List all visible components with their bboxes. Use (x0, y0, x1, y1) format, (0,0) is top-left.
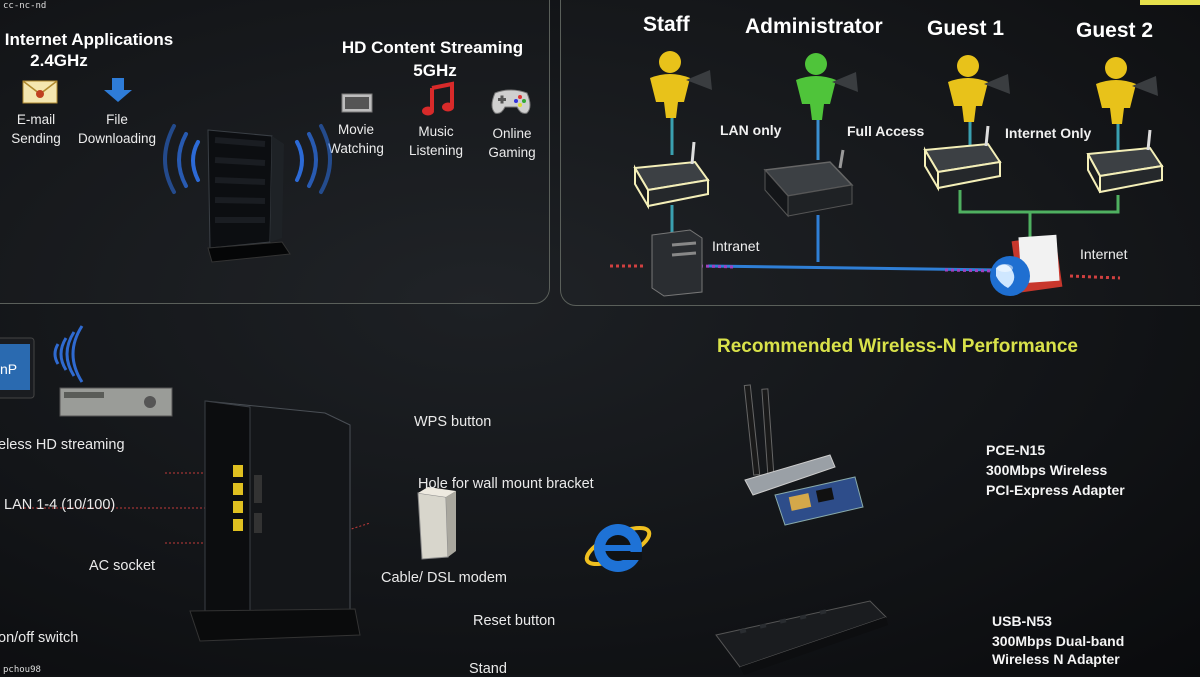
gaming-label-1: Online (492, 126, 532, 141)
file-label-1: File (106, 112, 128, 127)
email-label-1: E-mail (16, 112, 56, 127)
wps-button-label: WPS button (414, 414, 492, 430)
pce-n15-adapter-image (743, 384, 864, 526)
tv-icon (341, 93, 373, 120)
movie-label-1: Movie (337, 122, 374, 137)
hd-frequency: 5GHz (413, 61, 457, 80)
envelope-icon (22, 80, 58, 109)
ac-socket-label: AC socket (89, 558, 156, 574)
staff-router-icon (633, 141, 710, 210)
recommended-title: Recommended Wireless-N Performance (717, 336, 1078, 357)
browser-e-logo-icon (582, 512, 654, 585)
guest2-router-icon (1086, 129, 1164, 194)
user-guest1-label: Guest 1 (927, 17, 1005, 40)
usb-n53-model: USB-N53 (992, 613, 1052, 629)
wall-mount-label: Hole for wall mount bracket (418, 476, 594, 492)
guest1-router-icon (923, 125, 1002, 192)
download-arrow-icon (104, 78, 132, 109)
guest1-person-icon (948, 55, 1010, 122)
user-guest2-label: Guest 2 (1076, 19, 1154, 42)
hd-streaming-label: eless HD streaming (0, 437, 125, 453)
music-label-1: Music (418, 124, 454, 139)
lan-only-label: LAN only (720, 122, 782, 138)
internet-only-label: Internet Only (1005, 125, 1092, 141)
yellow-corner-strip (1140, 0, 1200, 5)
movie-label-2: Watching (328, 141, 384, 156)
administrator-router-icon (763, 149, 854, 218)
hd-streaming-devices-graphic: nP (0, 325, 173, 417)
watermark-top: cc-nc-nd (3, 1, 47, 11)
file-label-2: Downloading (77, 131, 157, 146)
stand-label: Stand (469, 661, 507, 677)
router-rear-view (20, 400, 456, 642)
internet-globe-icon (990, 234, 1063, 296)
user-administrator-label: Administrator (745, 15, 883, 38)
staff-person-icon (650, 51, 712, 118)
internet-frequency: 2.4GHz (30, 51, 88, 70)
usb-n53-speed: 300Mbps Dual-band (992, 633, 1125, 649)
frequency-panel (0, 0, 550, 304)
power-switch-label: on/off switch (0, 630, 79, 646)
usb-n53-adapter-image (715, 600, 888, 675)
internet-label: Internet (1080, 246, 1128, 262)
full-access-label: Full Access (847, 123, 925, 139)
cable-dsl-modem-label: Cable/ DSL modem (381, 570, 507, 586)
gamepad-icon (489, 87, 533, 120)
intranet-server-icon (651, 229, 703, 297)
intranet-label: Intranet (712, 238, 760, 254)
administrator-person-icon (796, 53, 858, 120)
pce-n15-type: PCI-Express Adapter (986, 482, 1125, 498)
lan-ports-label: LAN 1-4 (10/100) (4, 497, 116, 513)
watermark-bottom: pchou98 (3, 665, 41, 675)
pce-n15-model: PCE-N15 (986, 442, 1046, 458)
music-note-icon (422, 81, 456, 121)
router-with-signal-graphic (160, 124, 335, 285)
user-staff-label: Staff (643, 13, 690, 36)
music-label-2: Listening (408, 143, 464, 158)
guest-network-panel (560, 0, 1200, 306)
svg-text:nP: nP (0, 361, 17, 377)
pce-n15-speed: 300Mbps Wireless (986, 462, 1108, 478)
reset-button-label: Reset button (473, 613, 556, 629)
gaming-label-2: Gaming (488, 145, 536, 160)
email-label-2: Sending (11, 131, 61, 146)
hd-content-title: HD Content Streaming (341, 38, 524, 57)
internet-applications-title: Internet Applications (4, 30, 174, 49)
guest2-person-icon (1096, 57, 1158, 124)
network-topology-diagram (610, 51, 1164, 297)
usb-n53-type: Wireless N Adapter (992, 651, 1120, 667)
